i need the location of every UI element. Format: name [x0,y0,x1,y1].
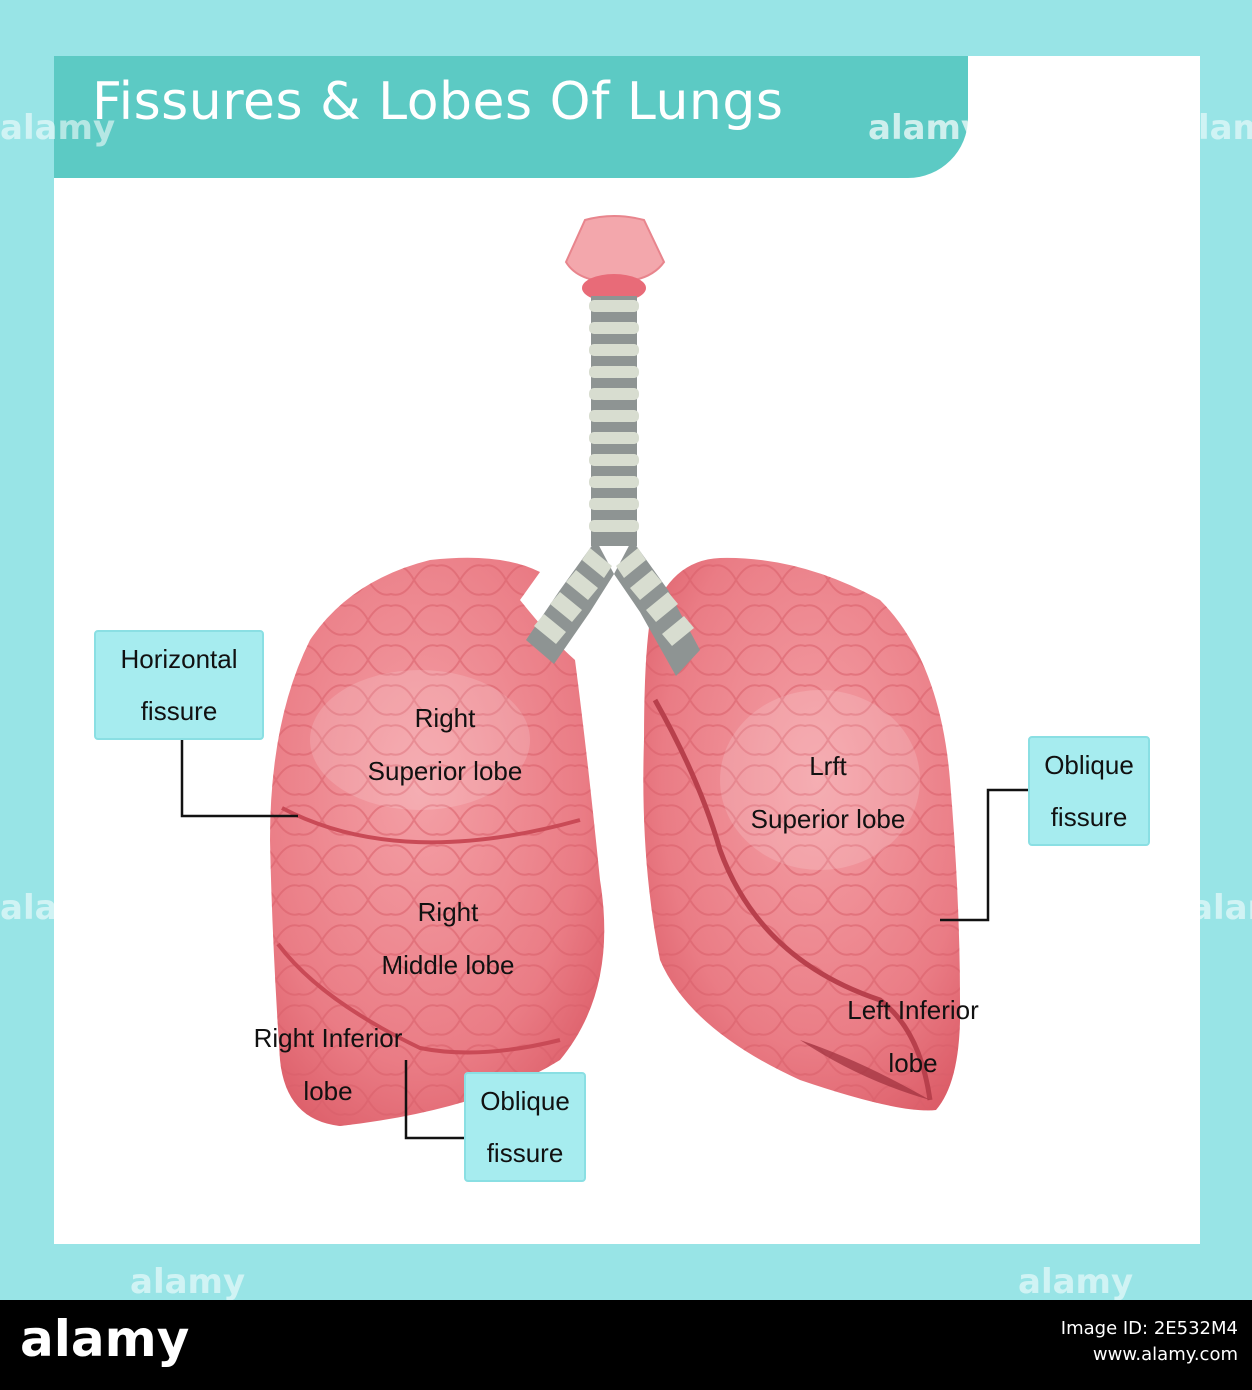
callout-line: fissure [1050,802,1128,832]
footer-url: www.alamy.com [1092,1344,1238,1365]
label-line: Right [417,897,479,927]
oblique-fissure-right-leader [404,1060,466,1140]
watermark: alamy [0,888,116,928]
lungs-illustration [180,215,1030,1140]
callout-line: fissure [140,696,218,726]
label-line: Superior lobe [750,804,906,834]
callout-oblique-fissure-left: Oblique fissure [1028,736,1150,846]
label-right-middle-lobe: Right Middle lobe [348,886,548,992]
oblique-fissure-left-leader [940,788,1030,922]
label-line: lobe [303,1076,353,1106]
left-lung [643,557,961,1111]
horizontal-fissure-leader [180,740,298,818]
label-line: Middle lobe [381,950,515,980]
footer-image-info: Image ID: 2E532M4 www.alamy.com [1061,1316,1238,1368]
callout-line: Oblique [1044,750,1134,780]
callout-line: Horizontal [120,644,238,674]
page-title: Fissures & Lobes Of Lungs [92,72,784,132]
watermark: alamy [868,108,984,148]
callout-horizontal-fissure: Horizontal fissure [94,630,264,740]
leader-lines [180,740,1030,1140]
callout-line: Oblique [480,1086,570,1116]
watermark: alamy [130,1262,246,1302]
label-left-inferior-lobe: Left Inferior lobe [818,984,1008,1090]
label-line: Right [414,703,476,733]
footer-logo: alamy [20,1310,190,1368]
bronchi [526,540,700,676]
watermark: alamy [0,108,116,148]
callout-oblique-fissure-right: Oblique fissure [464,1072,586,1182]
label-line: Left Inferior [847,995,979,1025]
watermark: alamy [1175,108,1252,148]
image-id: Image ID: 2E532M4 [1060,1318,1238,1339]
label-line: Superior lobe [367,756,523,786]
label-line: Right Inferior [253,1023,403,1053]
label-line: lobe [888,1048,938,1078]
title-bar [54,56,968,178]
right-lung [270,557,605,1126]
callout-line: fissure [486,1138,564,1168]
trachea [589,296,639,546]
larynx [564,215,666,302]
label-left-superior-lobe: Lrft Superior lobe [718,740,938,846]
watermark: alamy [1190,888,1252,928]
label-line: Lrft [809,751,847,781]
footer-bar [0,1300,1252,1390]
label-right-superior-lobe: Right Superior lobe [340,692,550,798]
watermark: alamy [1018,1262,1134,1302]
label-right-inferior-lobe: Right Inferior lobe [226,1012,430,1118]
